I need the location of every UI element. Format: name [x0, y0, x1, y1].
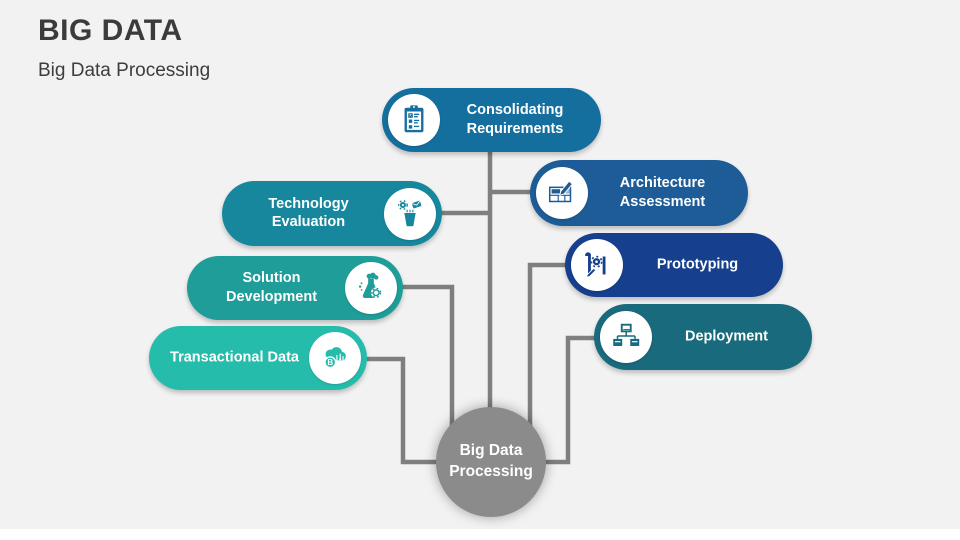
node-consolidating-requirements: Consolidating Requirements: [382, 88, 601, 152]
page-subtitle: Big Data Processing: [38, 60, 211, 81]
network-tree-icon: [600, 311, 652, 363]
node-solution-development: Solution Development: [187, 256, 403, 320]
page-title: BIG DATA: [38, 14, 183, 47]
slide-bottom-edge: [0, 529, 960, 540]
svg-text:B: B: [327, 358, 333, 367]
node-technology-evaluation: Technology Evaluation: [222, 181, 442, 246]
node-architecture-assessment: Architecture Assessment: [530, 160, 748, 226]
node-label: Deployment: [685, 328, 768, 345]
scroll-gear-pencil-icon: [571, 239, 623, 291]
node-deployment: Deployment: [594, 304, 812, 370]
node-transactional-data: Transactional Data B: [149, 326, 367, 390]
node-label: Architecture Assessment: [619, 175, 706, 210]
center-node-label: Big Data Processing: [449, 442, 533, 480]
flask-gear-icon: [345, 262, 397, 314]
clipboard-checklist-icon: [388, 94, 440, 146]
node-label: Solution Development: [225, 270, 318, 305]
node-label: Prototyping: [656, 256, 739, 273]
funnel-collect-icon: [384, 187, 436, 240]
node-prototyping: Prototyping: [565, 233, 783, 297]
blueprint-pencil-icon: [536, 167, 588, 219]
node-label: Consolidating Requirements: [466, 102, 564, 137]
cloud-bitcoin-icon: B: [309, 332, 361, 384]
node-label: Technology Evaluation: [268, 195, 349, 231]
node-label: Transactional Data: [170, 349, 299, 366]
center-node-big-data-processing: Big Data Processing: [436, 407, 546, 517]
